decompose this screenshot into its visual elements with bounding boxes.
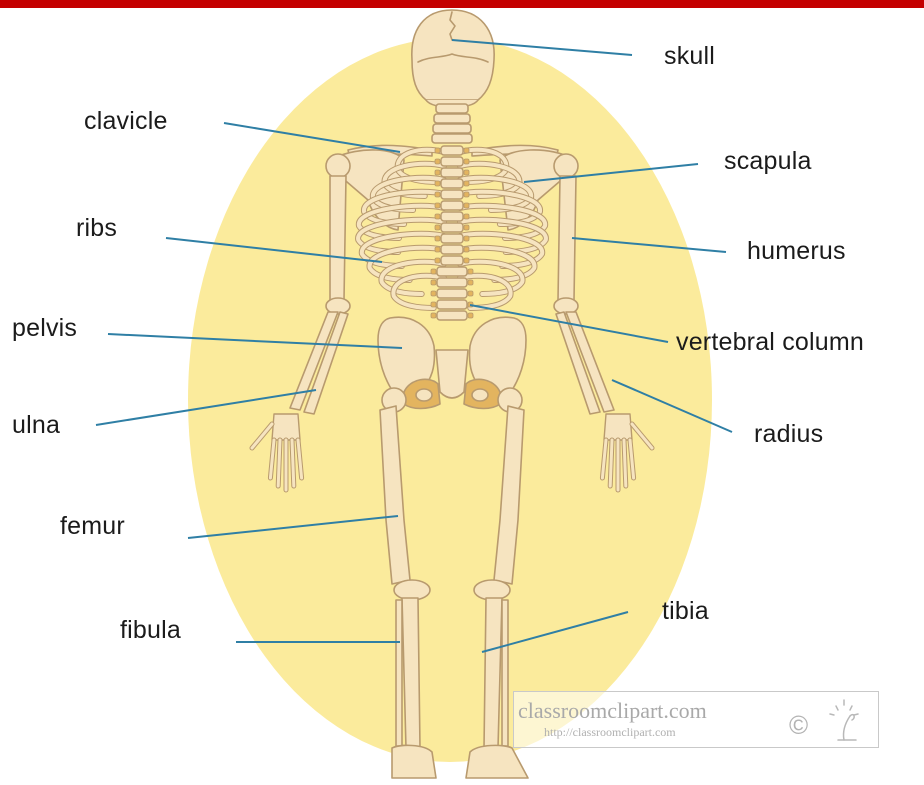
vertebra-process-left [431, 313, 436, 318]
palm-bones [272, 414, 300, 440]
label-ribs: ribs [76, 216, 117, 241]
left-shoulder-joint [326, 154, 350, 178]
vertebra-process-left [435, 225, 440, 230]
vertebra-process-left [435, 148, 440, 153]
vertebra-process-left [435, 236, 440, 241]
finger-bone [624, 440, 626, 486]
watermark-site: classroomclipart.com [518, 698, 707, 724]
vertebra-process-left [435, 170, 440, 175]
label-skull: skull [664, 44, 715, 69]
vertebra-process-right [464, 258, 469, 263]
vertebra-process-right [464, 236, 469, 241]
vertebra-process-left [435, 214, 440, 219]
vertebra-process-left [431, 280, 436, 285]
vertebra [437, 311, 467, 320]
vertebra-process-left [431, 291, 436, 296]
vertebra-process-left [435, 159, 440, 164]
vertebra [441, 157, 463, 166]
vertebra [437, 267, 467, 276]
vertebra [441, 190, 463, 199]
finger-bone [292, 440, 294, 486]
vertebra [441, 245, 463, 254]
palm-bones [604, 414, 632, 440]
label-femur: femur [60, 514, 125, 539]
label-tibia: tibia [662, 599, 709, 624]
vertebra [441, 179, 463, 188]
copyright-icon: © [789, 710, 808, 741]
vertebra-process-left [431, 269, 436, 274]
label-pelvis: pelvis [12, 316, 77, 341]
finger-bone [278, 440, 280, 486]
vertebra [441, 212, 463, 221]
label-ulna: ulna [12, 413, 60, 438]
skull-bone [412, 10, 494, 108]
label-fibula: fibula [120, 618, 181, 643]
vertebra-process-right [468, 291, 473, 296]
vertebra-process-left [435, 247, 440, 252]
watermark: classroomclipart.com http://classroomcli… [513, 691, 879, 748]
vertebra-process-right [464, 192, 469, 197]
vertebra-process-left [431, 302, 436, 307]
vertebra [437, 300, 467, 309]
vertebra-process-left [435, 203, 440, 208]
vertebra [441, 201, 463, 210]
finger-bone [610, 440, 612, 486]
vertebra [437, 289, 467, 298]
watermark-url: http://classroomclipart.com [544, 725, 676, 740]
vertebra-process-right [464, 225, 469, 230]
vertebra-process-right [464, 170, 469, 175]
vertebra-process-right [464, 148, 469, 153]
vertebra-process-left [435, 192, 440, 197]
cervical-vertebrae [432, 104, 472, 143]
vertebra [437, 278, 467, 287]
label-clavicle: clavicle [84, 109, 168, 134]
vertebra-process-right [468, 269, 473, 274]
right-shoulder-joint [554, 154, 578, 178]
vertebra-process-right [468, 280, 473, 285]
vertebra [441, 146, 463, 155]
vertebra [441, 234, 463, 243]
label-radius: radius [754, 422, 823, 447]
clipart-logo-icon [820, 696, 870, 744]
vertebra [441, 168, 463, 177]
vertebra [441, 256, 463, 265]
label-humerus: humerus [747, 239, 846, 264]
vertebra-process-left [435, 181, 440, 186]
vertebra-process-right [464, 247, 469, 252]
vertebra [441, 223, 463, 232]
vertebra-process-right [464, 214, 469, 219]
vertebra-process-right [464, 159, 469, 164]
vertebra-process-left [435, 258, 440, 263]
label-scapula: scapula [724, 149, 812, 174]
vertebra-process-right [468, 313, 473, 318]
label-vertebral-column: vertebral column [676, 330, 864, 355]
vertebra-process-right [464, 203, 469, 208]
vertebra-process-right [464, 181, 469, 186]
